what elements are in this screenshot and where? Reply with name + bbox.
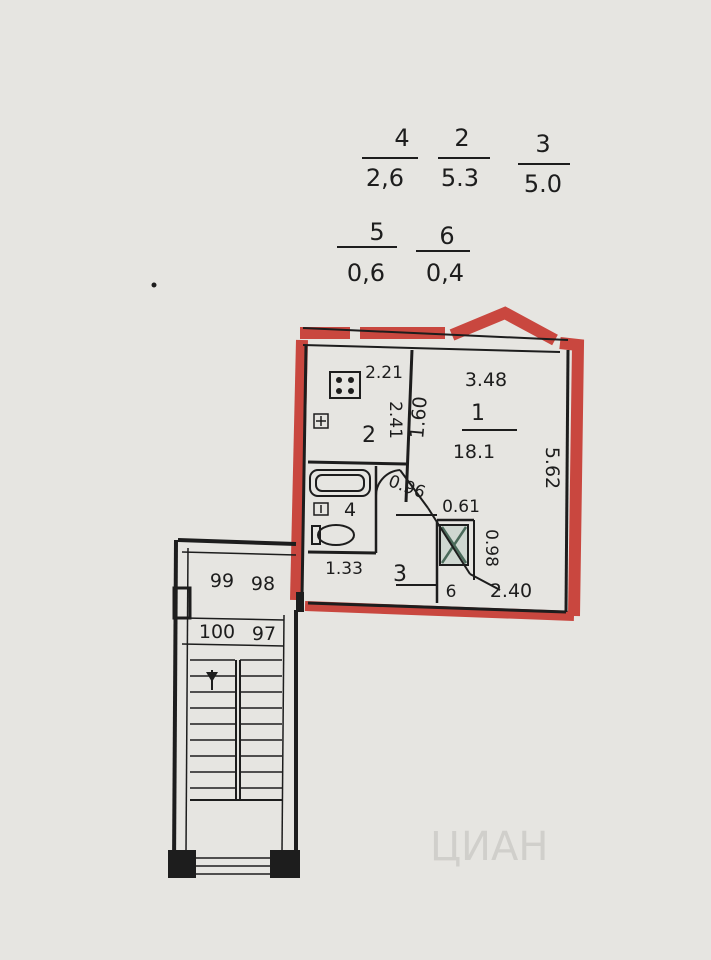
stair-mark-upper: 99 xyxy=(210,570,234,592)
dim-closet: 0.98 xyxy=(481,529,501,567)
legend-room-number: 4 xyxy=(394,124,409,152)
room-4-number: 4 xyxy=(344,499,356,521)
toilet-icon xyxy=(311,524,355,546)
watermark: ЦИАН xyxy=(430,824,548,870)
stove-icon xyxy=(329,371,361,399)
dim-door-b: 0.61 xyxy=(442,497,480,517)
stair-marks: 99 98 100 97 xyxy=(199,570,276,645)
ink-dot xyxy=(151,282,157,288)
legend-item-3: 3 5.0 xyxy=(518,130,570,198)
legend-room-area: 2,6 xyxy=(366,164,404,192)
room-1-area: 18.1 xyxy=(453,441,495,463)
bathtub-icon xyxy=(309,469,371,497)
room-2-number: 2 xyxy=(362,423,376,448)
stair-mark-lower: 100 xyxy=(199,621,235,643)
legend-room-number: 6 xyxy=(439,222,454,250)
legend-room-area: 0,4 xyxy=(426,259,464,287)
vent-shaft-icon xyxy=(439,524,469,566)
room-labels: 1 18.1 2 3 4 6 2.21 2.41 1.60 3.48 5.62 … xyxy=(325,363,563,602)
stair-mark-lower-b: 97 xyxy=(252,623,276,645)
stair-mark-upper-b: 98 xyxy=(251,573,275,595)
legend-item-4: 4 2,6 xyxy=(362,124,418,192)
legend-item-6: 6 0,4 xyxy=(416,222,470,287)
washbasin-icon xyxy=(313,502,329,516)
legend-room-number: 2 xyxy=(454,124,469,152)
dim-kitchen-width: 2.21 xyxy=(365,363,403,383)
apartment-walls xyxy=(300,327,570,614)
room-3-number: 3 xyxy=(393,562,407,587)
stairwell xyxy=(168,538,304,878)
legend-item-2: 2 5.3 xyxy=(438,124,490,192)
dim-kitchen-depth: 2.41 xyxy=(385,401,405,439)
dim-hall-length: 1.33 xyxy=(325,559,363,579)
legend-room-number: 5 xyxy=(369,218,384,246)
legend: 4 2,6 2 5.3 3 5.0 5 0,6 6 0,4 xyxy=(337,124,570,287)
door-swings xyxy=(374,469,501,591)
dim-room-depth: 5.62 xyxy=(541,447,563,489)
dim-room-lower-width: 2.40 xyxy=(490,580,532,602)
sink-icon xyxy=(313,413,329,429)
legend-item-5: 5 0,6 xyxy=(337,218,397,287)
room-6-number: 6 xyxy=(446,582,457,602)
legend-room-area: 0,6 xyxy=(347,259,385,287)
legend-room-area: 5.3 xyxy=(441,164,479,192)
legend-room-number: 3 xyxy=(535,130,550,158)
watermark-logo-icon: ЦИАН xyxy=(430,824,548,870)
dim-partition: 1.60 xyxy=(406,395,432,439)
legend-room-area: 5.0 xyxy=(524,170,562,198)
apartment-outline xyxy=(290,306,585,621)
dim-room-width: 3.48 xyxy=(465,369,507,391)
room-1-number: 1 xyxy=(471,401,485,426)
